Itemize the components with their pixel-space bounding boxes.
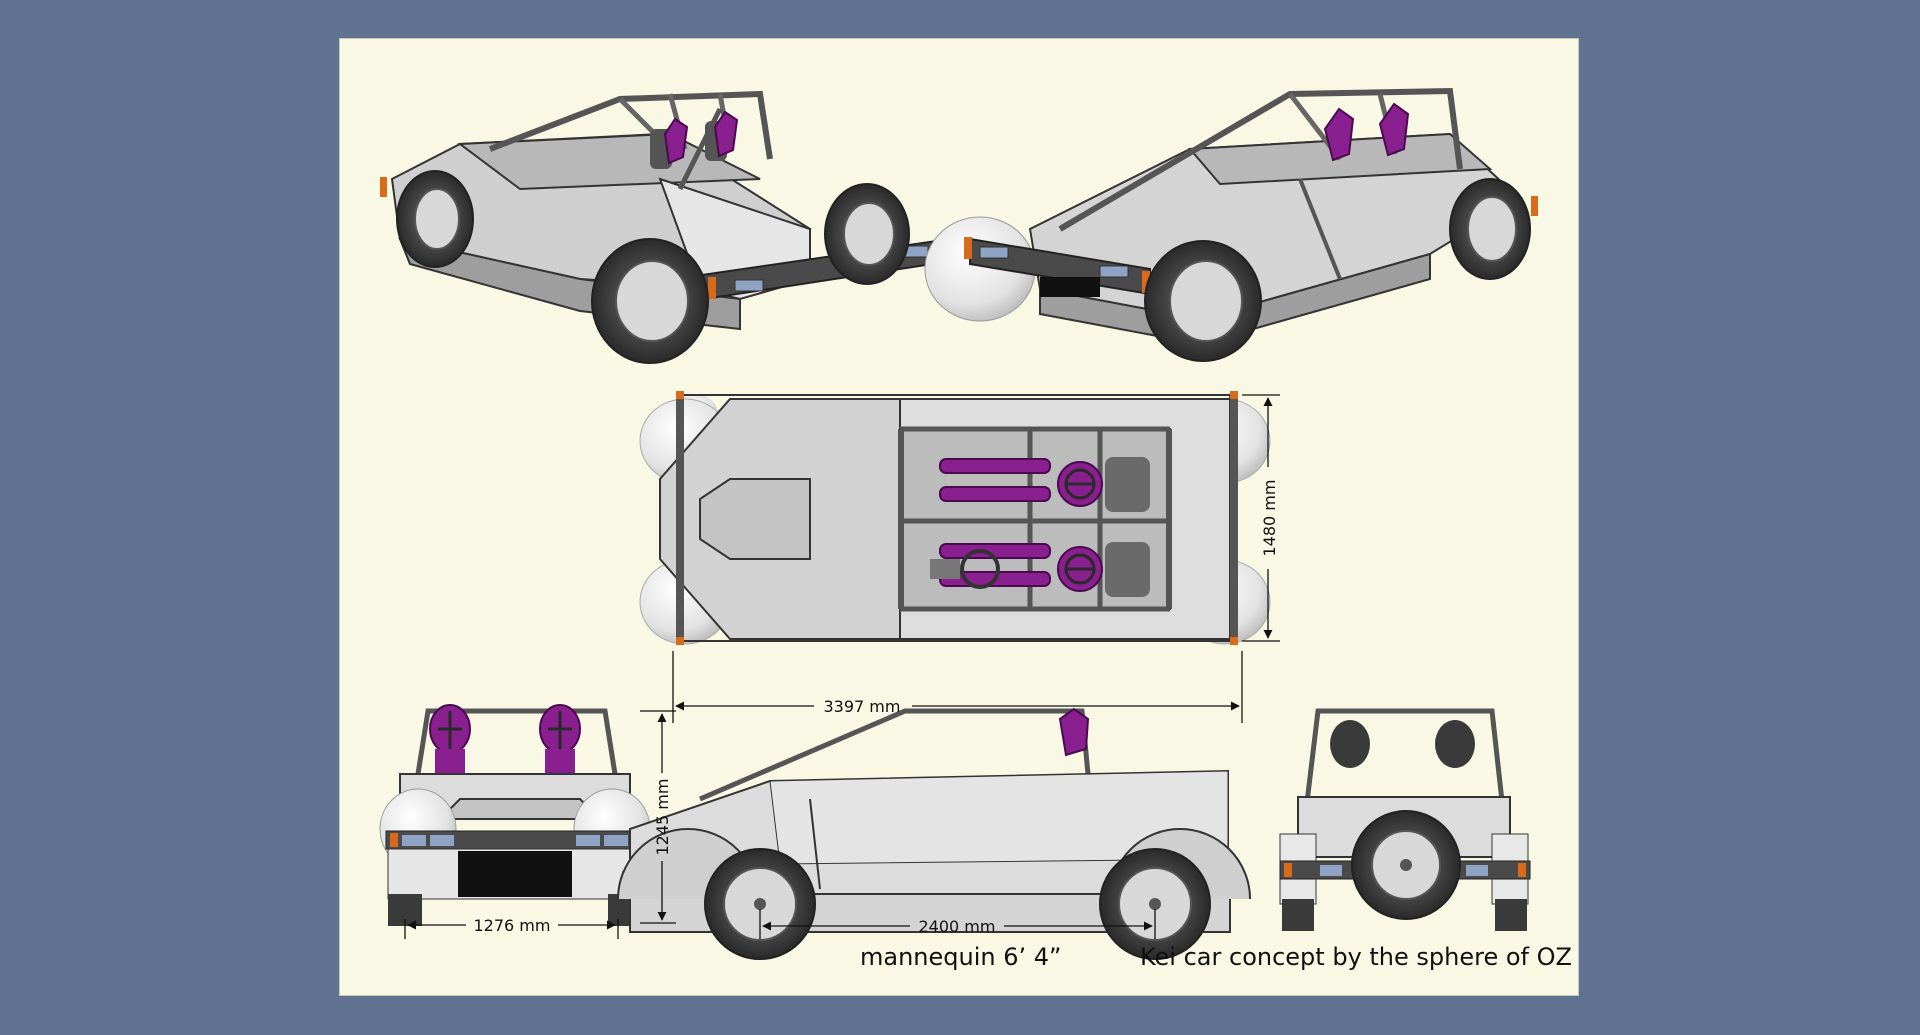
rear-view xyxy=(1279,708,1531,931)
dimension-width: 1480 mm xyxy=(1260,480,1279,557)
dimension-length: 3397 mm xyxy=(824,697,901,716)
dimension-lines xyxy=(404,394,1280,939)
mannequin-caption: mannequin 6’ 4” xyxy=(860,943,1062,971)
iso-view-front xyxy=(924,87,1538,362)
dimension-track: 1276 mm xyxy=(474,916,551,935)
dimension-height: 1245 mm xyxy=(653,779,672,856)
front-view xyxy=(379,704,651,926)
blueprint-sheet: 3397 mm 1480 mm 1245 mm 1276 mm 2400 mm … xyxy=(340,39,1578,995)
side-view xyxy=(617,707,1251,960)
iso-view-rear xyxy=(380,90,954,364)
top-view xyxy=(639,391,1271,645)
dimension-wheelbase: 2400 mm xyxy=(919,917,996,936)
credit-caption: Kei car concept by the sphere of OZ xyxy=(1140,943,1572,971)
